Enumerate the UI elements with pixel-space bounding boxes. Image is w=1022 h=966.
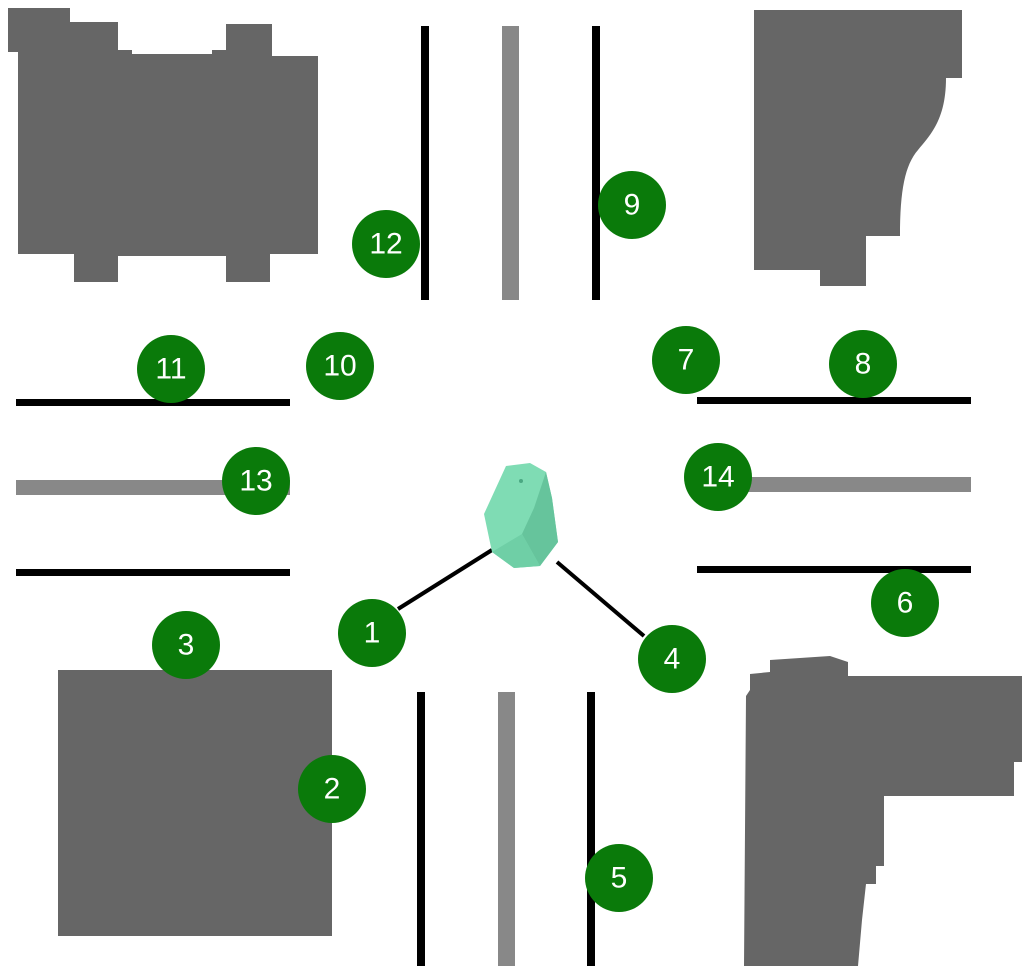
road-edge [16, 399, 290, 406]
marker-label: 8 [855, 348, 872, 381]
marker-circle [152, 611, 220, 679]
building-top-left [8, 8, 318, 282]
marker-5[interactable]: 5 [585, 844, 653, 912]
road-edge [697, 566, 971, 573]
road-south [417, 692, 595, 966]
marker-circle [306, 332, 374, 400]
marker-label: 5 [611, 862, 628, 895]
marker-label: 3 [178, 629, 195, 662]
marker-7[interactable]: 7 [652, 326, 720, 394]
marker-circle [638, 625, 706, 693]
lane-divider [498, 692, 515, 966]
marker-9[interactable]: 9 [598, 171, 666, 239]
lane-divider [16, 480, 290, 495]
marker-label: 4 [664, 643, 681, 676]
marker-6[interactable]: 6 [871, 569, 939, 637]
marker-label: 6 [897, 587, 914, 620]
beacon-facet [492, 534, 540, 568]
marker-1[interactable]: 1 [338, 599, 406, 667]
marker-label: 7 [678, 344, 695, 377]
marker-12[interactable]: 12 [352, 210, 420, 278]
marker-14[interactable]: 14 [684, 443, 752, 511]
road-west [16, 399, 290, 576]
marker-circle [684, 443, 752, 511]
road-edge [587, 692, 595, 966]
lane-divider [697, 477, 971, 492]
marker-circle [652, 326, 720, 394]
marker-label: 2 [324, 773, 341, 806]
lane-divider [502, 26, 519, 300]
beacon-link-1 [396, 548, 494, 611]
marker-3[interactable]: 3 [152, 611, 220, 679]
marker-circle [598, 171, 666, 239]
road-edge [421, 26, 429, 300]
marker-label: 12 [369, 228, 402, 261]
marker-8[interactable]: 8 [829, 330, 897, 398]
marker-label: 9 [624, 189, 641, 222]
beacon-led [519, 479, 523, 483]
marker-label: 1 [364, 617, 381, 650]
building-bottom-left [58, 670, 332, 936]
marker-circle [352, 210, 420, 278]
road-edge [417, 692, 425, 966]
marker-circle [871, 569, 939, 637]
building-bottom-right [744, 656, 1022, 966]
marker-circle [585, 844, 653, 912]
marker-10[interactable]: 10 [306, 332, 374, 400]
building-top-right [754, 10, 962, 286]
marker-label: 10 [323, 350, 356, 383]
road-edge [592, 26, 600, 300]
marker-label: 14 [701, 461, 734, 494]
marker-13[interactable]: 13 [222, 447, 290, 515]
buildings [8, 8, 1022, 966]
road-edge [16, 569, 290, 576]
road-north [421, 26, 600, 300]
marker-circle [829, 330, 897, 398]
marker-2[interactable]: 2 [298, 755, 366, 823]
marker-label: 11 [155, 353, 186, 386]
marker-circle [222, 447, 290, 515]
road-edge [697, 397, 971, 404]
marker-circle [338, 599, 406, 667]
beacon-facet [522, 472, 558, 566]
marker-circle [137, 335, 205, 403]
marker-11[interactable]: 11 [137, 335, 205, 403]
road-east [697, 397, 971, 573]
marker-circle [298, 755, 366, 823]
beacon-icon[interactable] [484, 463, 558, 568]
beacon-link-4 [555, 560, 646, 638]
marker-4[interactable]: 4 [638, 625, 706, 693]
marker-label: 13 [239, 465, 272, 498]
